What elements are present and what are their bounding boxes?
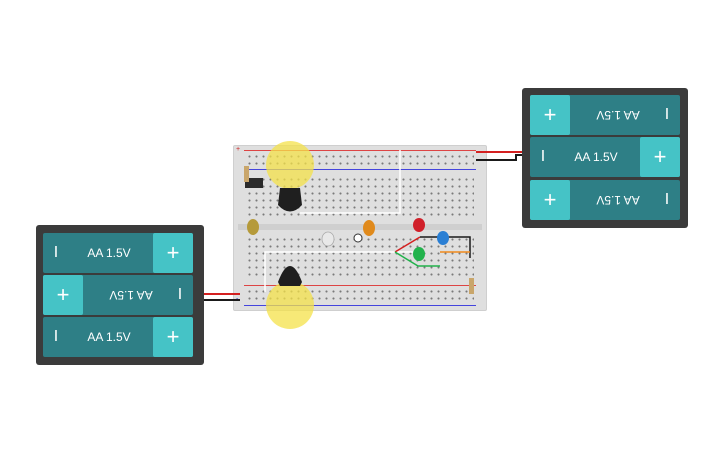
battery-cell-1[interactable]: I AA 1.5V + (43, 233, 193, 273)
left-battery-pack[interactable]: I AA 1.5V + + AA 1.5V I I AA 1.5V + (36, 225, 204, 365)
plus-terminal: + (153, 317, 193, 357)
battery-cell-3[interactable]: I AA 1.5V + (43, 317, 193, 357)
battery-cell-3[interactable]: + AA 1.5V I (530, 180, 680, 220)
battery-label: AA 1.5V (87, 246, 131, 260)
battery-label: AA 1.5V (574, 150, 618, 164)
black-led-wire (420, 236, 471, 258)
plus-terminal: + (530, 95, 570, 135)
bulb-bottom-base (278, 266, 302, 286)
bulb-bottom-glow (266, 281, 314, 329)
led-green (413, 247, 425, 261)
capacitor-left (247, 219, 259, 235)
potentiometer-small (353, 233, 363, 243)
led-red (413, 218, 425, 232)
minus-terminal: I (540, 148, 546, 165)
minus-terminal: I (53, 244, 59, 261)
red-led-wire (394, 236, 421, 253)
resistor-bottom (469, 278, 474, 294)
battery-cell-2[interactable]: I AA 1.5V + (530, 137, 680, 177)
battery-cell-1[interactable]: + AA 1.5V I (530, 95, 680, 135)
jumper-wire-top (300, 150, 401, 214)
bottom-rail-negative-line (244, 305, 476, 306)
battery-label: AA 1.5V (87, 330, 131, 344)
top-rail-positive-line (244, 150, 476, 151)
minus-terminal: I (53, 328, 59, 345)
rail-plus-sign: + (236, 146, 241, 153)
slide-switch (245, 178, 263, 188)
resistor-top (244, 166, 249, 182)
plus-terminal: + (640, 137, 680, 177)
bulb-top-base (278, 188, 302, 212)
led-white (321, 231, 335, 247)
center-channel (238, 224, 482, 230)
plus-terminal: + (153, 233, 193, 273)
led-blue (437, 231, 449, 245)
top-rail-negative-line (244, 169, 476, 170)
bottom-rail-positive-line (244, 285, 476, 286)
minus-terminal: I (664, 106, 670, 123)
green-led-wire (394, 251, 440, 267)
minus-terminal: I (177, 286, 183, 303)
right-pack-black-wire (476, 154, 522, 161)
battery-cell-2[interactable]: + AA 1.5V I (43, 275, 193, 315)
plus-terminal: + (43, 275, 83, 315)
bulb-top-glow (266, 141, 314, 189)
right-battery-pack[interactable]: + AA 1.5V I I AA 1.5V + + AA 1.5V I (522, 88, 688, 228)
plus-terminal: + (530, 180, 570, 220)
minus-terminal: I (664, 191, 670, 208)
jumper-wire-bottom (264, 251, 420, 292)
photoresistor-center (363, 220, 375, 236)
